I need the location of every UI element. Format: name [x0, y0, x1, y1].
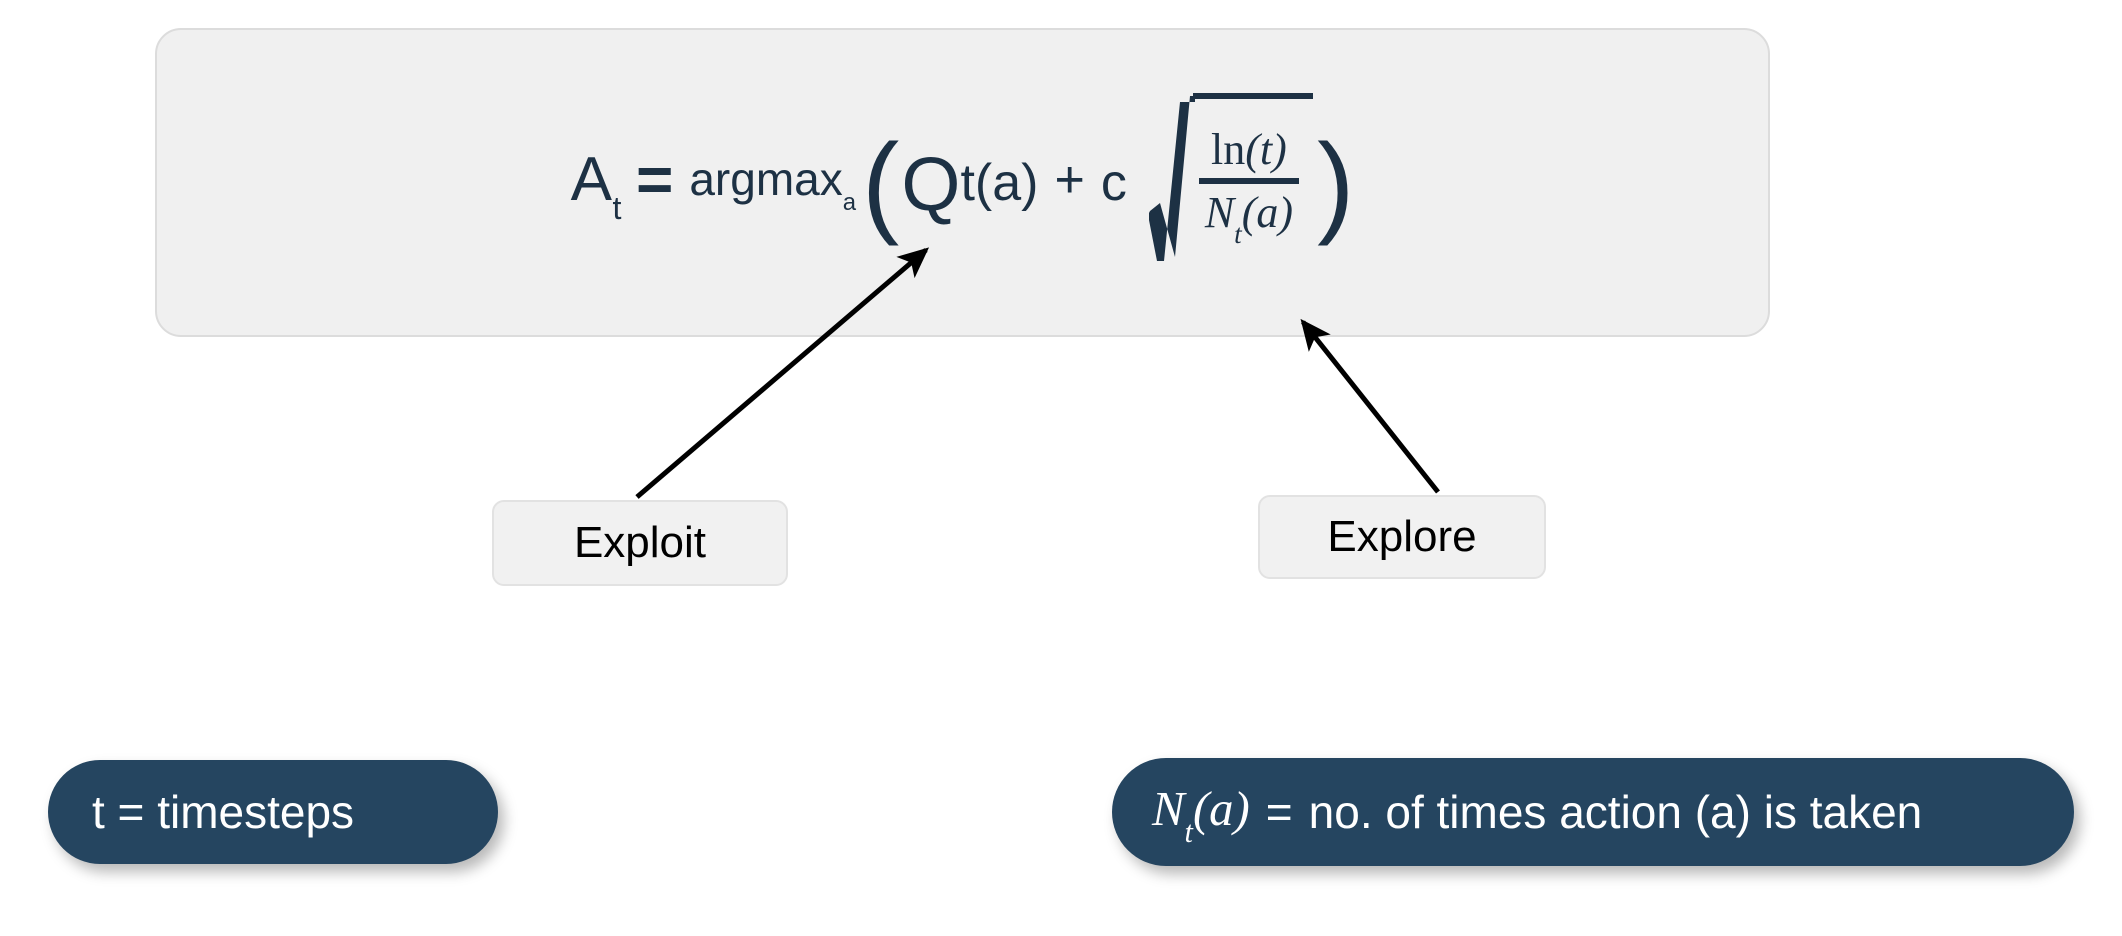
callout-explore[interactable]: Explore — [1258, 495, 1546, 579]
square-root-radicand: ln(t) Nt(a) — [1192, 92, 1314, 261]
count-symbol-argument: (a) — [1241, 188, 1294, 238]
open-paren: ( — [862, 121, 900, 247]
count-symbol-subscript: t — [1234, 218, 1242, 249]
argmax-label: argmax — [689, 153, 843, 206]
natural-log-label: ln — [1211, 125, 1246, 175]
fraction-numerator: ln(t) — [1205, 125, 1293, 174]
square-root-icon — [1148, 95, 1195, 261]
callout-exploit[interactable]: Exploit — [492, 500, 788, 586]
action-symbol-base: A — [570, 144, 613, 214]
fraction-denominator: Nt(a) — [1199, 188, 1299, 248]
legend-pill-action-counts[interactable]: Nt(a) = no. of times action (a) is taken — [1112, 758, 2074, 866]
legend-pill-timesteps[interactable]: t = timesteps — [48, 760, 498, 864]
natural-log-argument: (t) — [1245, 125, 1287, 175]
argmax-operator: argmaxa — [689, 152, 856, 215]
legend-counts-symbol-base: N — [1152, 781, 1185, 836]
legend-timesteps-text: t = timesteps — [92, 786, 355, 838]
callout-explore-label: Explore — [1327, 512, 1477, 561]
count-symbol: N — [1204, 188, 1235, 238]
close-paren: ) — [1317, 121, 1355, 247]
q-value-args: t(a) — [960, 153, 1039, 212]
plus-sign: + — [1054, 150, 1085, 209]
legend-counts-symbol-arg: (a) — [1192, 781, 1250, 836]
square-root-term: ln(t) Nt(a) — [1148, 92, 1314, 261]
fraction: ln(t) Nt(a) — [1198, 125, 1300, 249]
equals-sign: = — [635, 142, 674, 215]
action-symbol-subscript: t — [612, 189, 622, 226]
callout-exploit-label: Exploit — [573, 518, 707, 567]
legend-counts-equals: = — [1265, 786, 1293, 838]
legend-counts-symbol-subscript: t — [1184, 815, 1193, 850]
action-symbol: At — [570, 144, 622, 226]
explore-arrow — [1300, 318, 1440, 494]
exploration-constant: c — [1100, 153, 1127, 212]
q-value-symbol: Q — [901, 142, 961, 228]
legend-counts-symbol: Nt(a) — [1152, 781, 1250, 849]
fraction-bar — [1198, 178, 1300, 185]
legend-counts-definition: no. of times action (a) is taken — [1308, 786, 1923, 838]
argmax-subscript: a — [842, 188, 857, 216]
